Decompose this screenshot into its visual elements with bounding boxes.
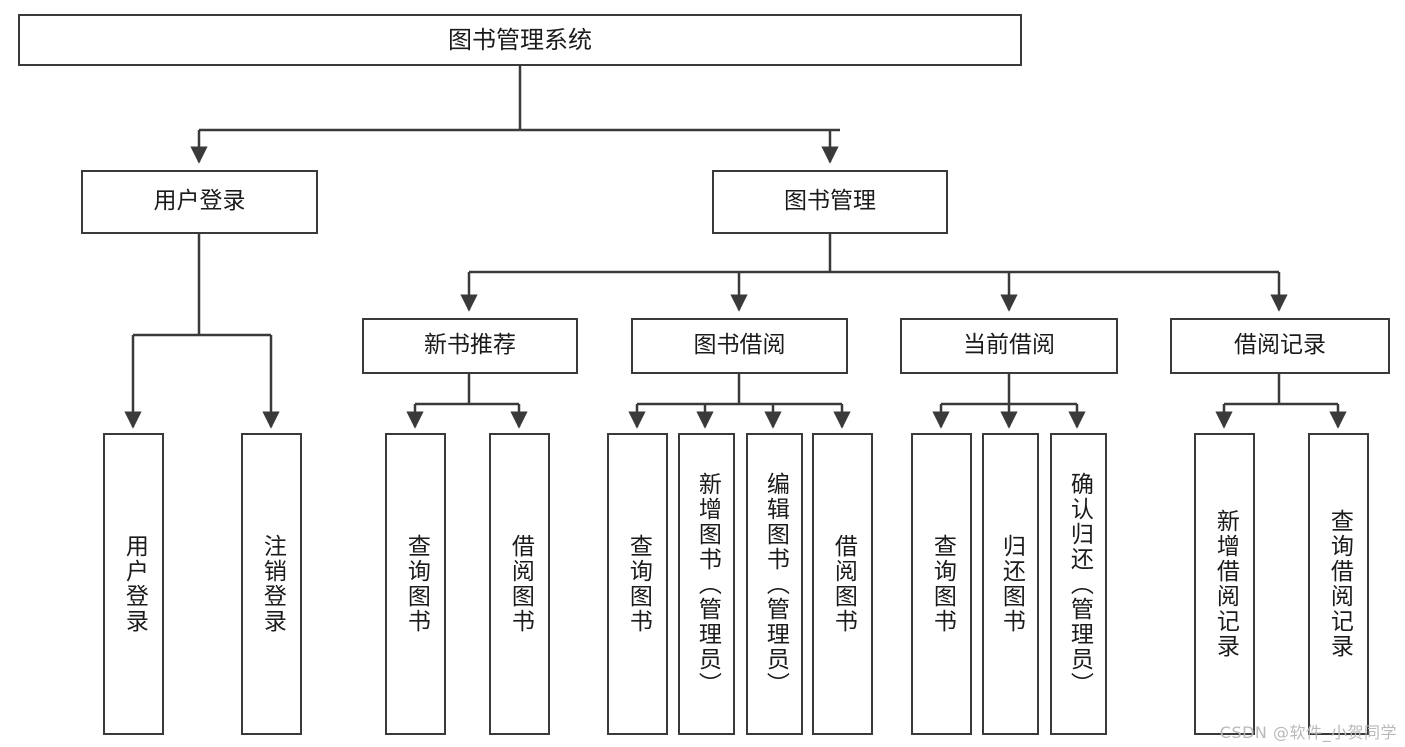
node-leaf-query-book-3-label: 查询图书 [929, 534, 956, 634]
node-current-borrow-label: 当前借阅 [963, 332, 1055, 359]
node-leaf-borrow-book-2[interactable]: 借阅图书 [812, 433, 873, 735]
node-borrow-record[interactable]: 借阅记录 [1170, 318, 1390, 374]
node-leaf-confirm-return[interactable]: 确认归还（管理员） [1050, 433, 1107, 735]
node-leaf-borrow-book-1-label: 借阅图书 [507, 534, 534, 634]
node-leaf-add-book[interactable]: 新增图书（管理员） [678, 433, 735, 735]
node-root-label: 图书管理系统 [448, 25, 592, 54]
node-borrow-record-label: 借阅记录 [1234, 332, 1326, 359]
node-leaf-borrow-book-1[interactable]: 借阅图书 [489, 433, 550, 735]
node-book-manage-label: 图书管理 [784, 188, 876, 215]
node-book-borrow-label: 图书借阅 [693, 332, 786, 359]
node-leaf-query-book-1-label: 查询图书 [403, 534, 430, 634]
node-root[interactable]: 图书管理系统 [18, 14, 1022, 66]
node-leaf-edit-book-label: 编辑图书（管理员） [762, 471, 789, 697]
node-leaf-query-book-2-label: 查询图书 [625, 534, 652, 634]
node-book-borrow[interactable]: 图书借阅 [631, 318, 848, 374]
node-leaf-user-logout-label: 注销登录 [259, 534, 286, 634]
node-user-login-label: 用户登录 [153, 188, 246, 215]
node-leaf-user-login-label: 用户登录 [121, 534, 148, 634]
node-book-manage[interactable]: 图书管理 [712, 170, 948, 234]
node-leaf-add-record[interactable]: 新增借阅记录 [1194, 433, 1255, 735]
node-leaf-edit-book[interactable]: 编辑图书（管理员） [746, 433, 803, 735]
node-leaf-user-login[interactable]: 用户登录 [103, 433, 164, 735]
node-leaf-query-book-1[interactable]: 查询图书 [385, 433, 446, 735]
node-leaf-query-book-2[interactable]: 查询图书 [607, 433, 668, 735]
node-new-book-recommend[interactable]: 新书推荐 [362, 318, 578, 374]
node-leaf-add-book-label: 新增图书（管理员） [694, 471, 721, 697]
node-leaf-query-record-label: 查询借阅记录 [1326, 509, 1353, 659]
node-leaf-confirm-return-label: 确认归还（管理员） [1066, 471, 1093, 697]
node-leaf-user-logout[interactable]: 注销登录 [241, 433, 302, 735]
node-leaf-return-book[interactable]: 归还图书 [982, 433, 1039, 735]
node-leaf-return-book-label: 归还图书 [998, 534, 1025, 634]
node-leaf-query-book-3[interactable]: 查询图书 [911, 433, 972, 735]
node-user-login[interactable]: 用户登录 [81, 170, 318, 234]
node-leaf-borrow-book-2-label: 借阅图书 [830, 534, 857, 634]
node-leaf-query-record[interactable]: 查询借阅记录 [1308, 433, 1369, 735]
node-current-borrow[interactable]: 当前借阅 [900, 318, 1118, 374]
node-new-book-recommend-label: 新书推荐 [424, 332, 516, 359]
node-leaf-add-record-label: 新增借阅记录 [1212, 509, 1239, 659]
